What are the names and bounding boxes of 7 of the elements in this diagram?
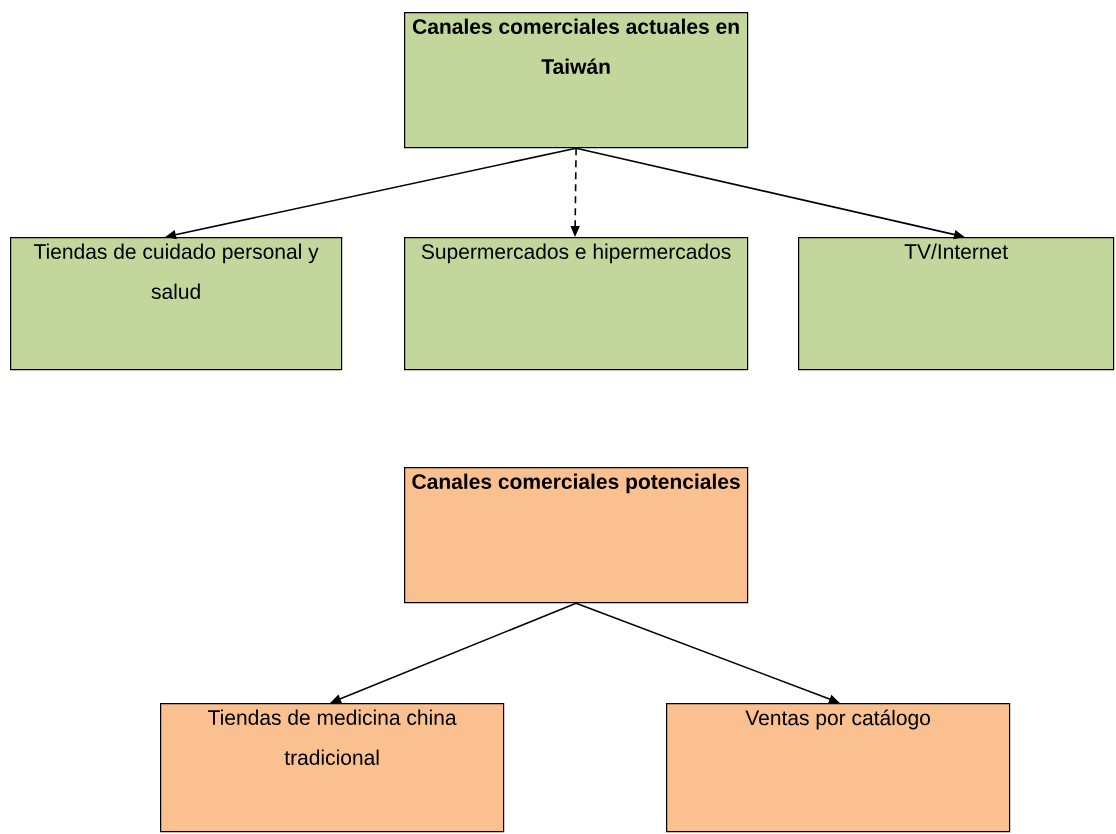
channel-box: Tiendas de medicina china tradicional bbox=[160, 703, 505, 833]
channel-box: Tiendas de cuidado personal y salud bbox=[10, 237, 343, 371]
channel-box: TV/Internet bbox=[798, 237, 1115, 371]
channel-box: Ventas por catálogo bbox=[666, 703, 1011, 833]
heading-box: Canales comerciales actuales en Taiwán bbox=[404, 12, 749, 149]
heading-box: Canales comerciales potenciales bbox=[404, 467, 749, 604]
channel-box: Supermercados e hipermercados bbox=[404, 237, 749, 371]
